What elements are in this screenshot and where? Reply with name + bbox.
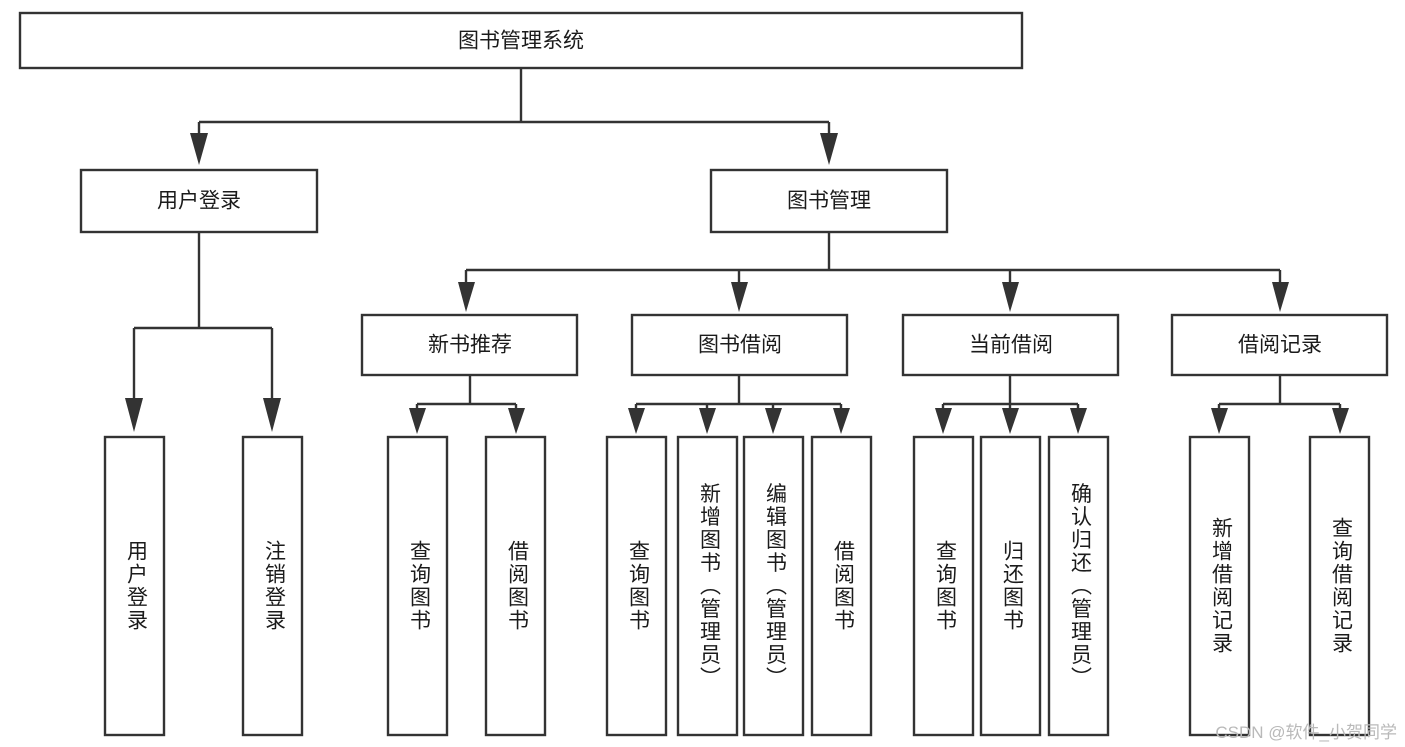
node-book-manage-box[interactable] xyxy=(709,168,949,234)
leaf-node-query-book-newbook[interactable]: 查询图书 xyxy=(386,435,449,737)
arrow-head-leaf-confirm-return xyxy=(1070,408,1087,434)
node-book-manage[interactable]: 图书管理 xyxy=(709,168,949,234)
arrow-head-borrow-record xyxy=(1272,282,1289,312)
arrow-head-leaf-edit-book xyxy=(765,408,782,434)
node-book-borrow-box[interactable] xyxy=(630,313,849,377)
leaf-edit-book-admin-box[interactable] xyxy=(742,435,805,737)
connector-group-bookmanage-to-level3 xyxy=(458,232,1289,312)
node-current-borrow-label: 当前借阅 xyxy=(969,334,1053,357)
leaf-node-borrow-book-borrow[interactable]: 借阅图书 xyxy=(810,435,873,737)
arrow-head-leaf-borrow-book-2 xyxy=(833,408,850,434)
connector-group-currentborrow-to-leaves xyxy=(935,375,1087,434)
leaf-node-query-book-borrow[interactable]: 查询图书 xyxy=(605,435,668,737)
leaf-return-book-label: 归还图书 xyxy=(1000,540,1024,632)
leaf-query-borrow-record-label: 查询借阅记录 xyxy=(1329,517,1353,655)
leaf-node-confirm-return-admin[interactable]: 确认归还（管理员） xyxy=(1047,435,1110,737)
node-user-login[interactable]: 用户登录 xyxy=(79,168,319,234)
node-book-manage-label: 图书管理 xyxy=(787,190,871,213)
leaf-logout-label: 注销登录 xyxy=(262,540,286,632)
arrow-head-book-borrow xyxy=(731,282,748,312)
node-borrow-record-label: 借阅记录 xyxy=(1238,334,1322,357)
node-new-book-recommend-label: 新书推荐 xyxy=(428,334,512,357)
arrow-head-leaf-query-record xyxy=(1332,408,1349,434)
connector-group-root-to-level2 xyxy=(190,68,838,165)
node-root-label: 图书管理系统 xyxy=(458,30,584,53)
node-book-borrow[interactable]: 图书借阅 xyxy=(630,313,849,377)
arrow-head-leaf-user-login xyxy=(125,398,143,432)
leaf-user-login-label: 用户登录 xyxy=(124,540,148,632)
node-root-box[interactable] xyxy=(18,11,1024,70)
connector-group-bookborrow-to-leaves xyxy=(628,375,850,434)
leaf-query-book-borrow-label: 查询图书 xyxy=(626,540,650,632)
leaf-user-login-box[interactable] xyxy=(103,435,166,737)
leaf-node-borrow-book-newbook[interactable]: 借阅图书 xyxy=(484,435,547,737)
arrow-head-current-borrow xyxy=(1002,282,1019,312)
leaf-node-return-book[interactable]: 归还图书 xyxy=(979,435,1042,737)
arrow-head-book-manage xyxy=(820,133,838,165)
node-current-borrow[interactable]: 当前借阅 xyxy=(901,313,1120,377)
leaf-node-query-book-current[interactable]: 查询图书 xyxy=(912,435,975,737)
node-user-login-label: 用户登录 xyxy=(157,190,241,213)
leaf-borrow-book-newbook-label: 借阅图书 xyxy=(505,540,529,632)
node-book-borrow-label: 图书借阅 xyxy=(698,334,782,357)
leaf-query-book-current-box[interactable] xyxy=(912,435,975,737)
arrow-head-leaf-add-book xyxy=(699,408,716,434)
leaf-query-borrow-record-box[interactable] xyxy=(1308,435,1371,737)
leaf-query-book-current-label: 查询图书 xyxy=(933,540,957,632)
arrow-head-leaf-return-book xyxy=(1002,408,1019,434)
leaf-query-book-newbook-label: 查询图书 xyxy=(407,540,431,632)
watermark-text: CSDN @软件_小贺同学 xyxy=(1215,723,1397,742)
arrow-head-leaf-query-book-2 xyxy=(628,408,645,434)
arrow-head-leaf-borrow-book-1 xyxy=(508,408,525,434)
leaf-add-book-admin-label: 新增图书（管理员） xyxy=(697,483,721,690)
leaf-node-query-borrow-record[interactable]: 查询借阅记录 xyxy=(1308,435,1371,737)
arrow-head-new-book-rec xyxy=(458,282,475,312)
node-current-borrow-box[interactable] xyxy=(901,313,1120,377)
leaf-query-book-borrow-box[interactable] xyxy=(605,435,668,737)
arrow-head-leaf-query-book-1 xyxy=(409,408,426,434)
leaf-return-book-box[interactable] xyxy=(979,435,1042,737)
leaf-confirm-return-admin-box[interactable] xyxy=(1047,435,1110,737)
node-borrow-record-box[interactable] xyxy=(1170,313,1389,377)
leaf-node-edit-book-admin[interactable]: 编辑图书（管理员） xyxy=(742,435,805,737)
leaf-borrow-book-newbook-box[interactable] xyxy=(484,435,547,737)
node-user-login-box[interactable] xyxy=(79,168,319,234)
node-root[interactable]: 图书管理系统 xyxy=(18,11,1024,70)
leaf-edit-book-admin-label: 编辑图书（管理员） xyxy=(763,483,787,690)
leaf-add-book-admin-box[interactable] xyxy=(676,435,739,737)
node-new-book-recommend-box[interactable] xyxy=(360,313,579,377)
arrow-head-leaf-logout xyxy=(263,398,281,432)
leaf-node-add-borrow-record[interactable]: 新增借阅记录 xyxy=(1188,435,1251,737)
leaf-node-add-book-admin[interactable]: 新增图书（管理员） xyxy=(676,435,739,737)
arrow-head-leaf-add-record xyxy=(1211,408,1228,434)
connector-group-userlogin-to-leaves xyxy=(125,232,281,432)
node-borrow-record[interactable]: 借阅记录 xyxy=(1170,313,1389,377)
node-new-book-recommend[interactable]: 新书推荐 xyxy=(360,313,579,377)
leaf-node-user-login[interactable]: 用户登录 xyxy=(103,435,166,737)
leaf-add-borrow-record-box[interactable] xyxy=(1188,435,1251,737)
leaf-node-logout[interactable]: 注销登录 xyxy=(241,435,304,737)
arrow-head-user-login xyxy=(190,133,208,165)
connector-group-newbook-to-leaves xyxy=(409,375,525,434)
leaf-confirm-return-admin-label: 确认归还（管理员） xyxy=(1068,483,1092,690)
leaf-logout-box[interactable] xyxy=(241,435,304,737)
arrow-head-leaf-query-book-3 xyxy=(935,408,952,434)
leaf-borrow-book-borrow-box[interactable] xyxy=(810,435,873,737)
leaf-add-borrow-record-label: 新增借阅记录 xyxy=(1209,517,1233,655)
leaf-query-book-newbook-box[interactable] xyxy=(386,435,449,737)
leaf-borrow-book-borrow-label: 借阅图书 xyxy=(831,540,855,632)
connector-group-borrowrecord-to-leaves xyxy=(1211,375,1349,434)
